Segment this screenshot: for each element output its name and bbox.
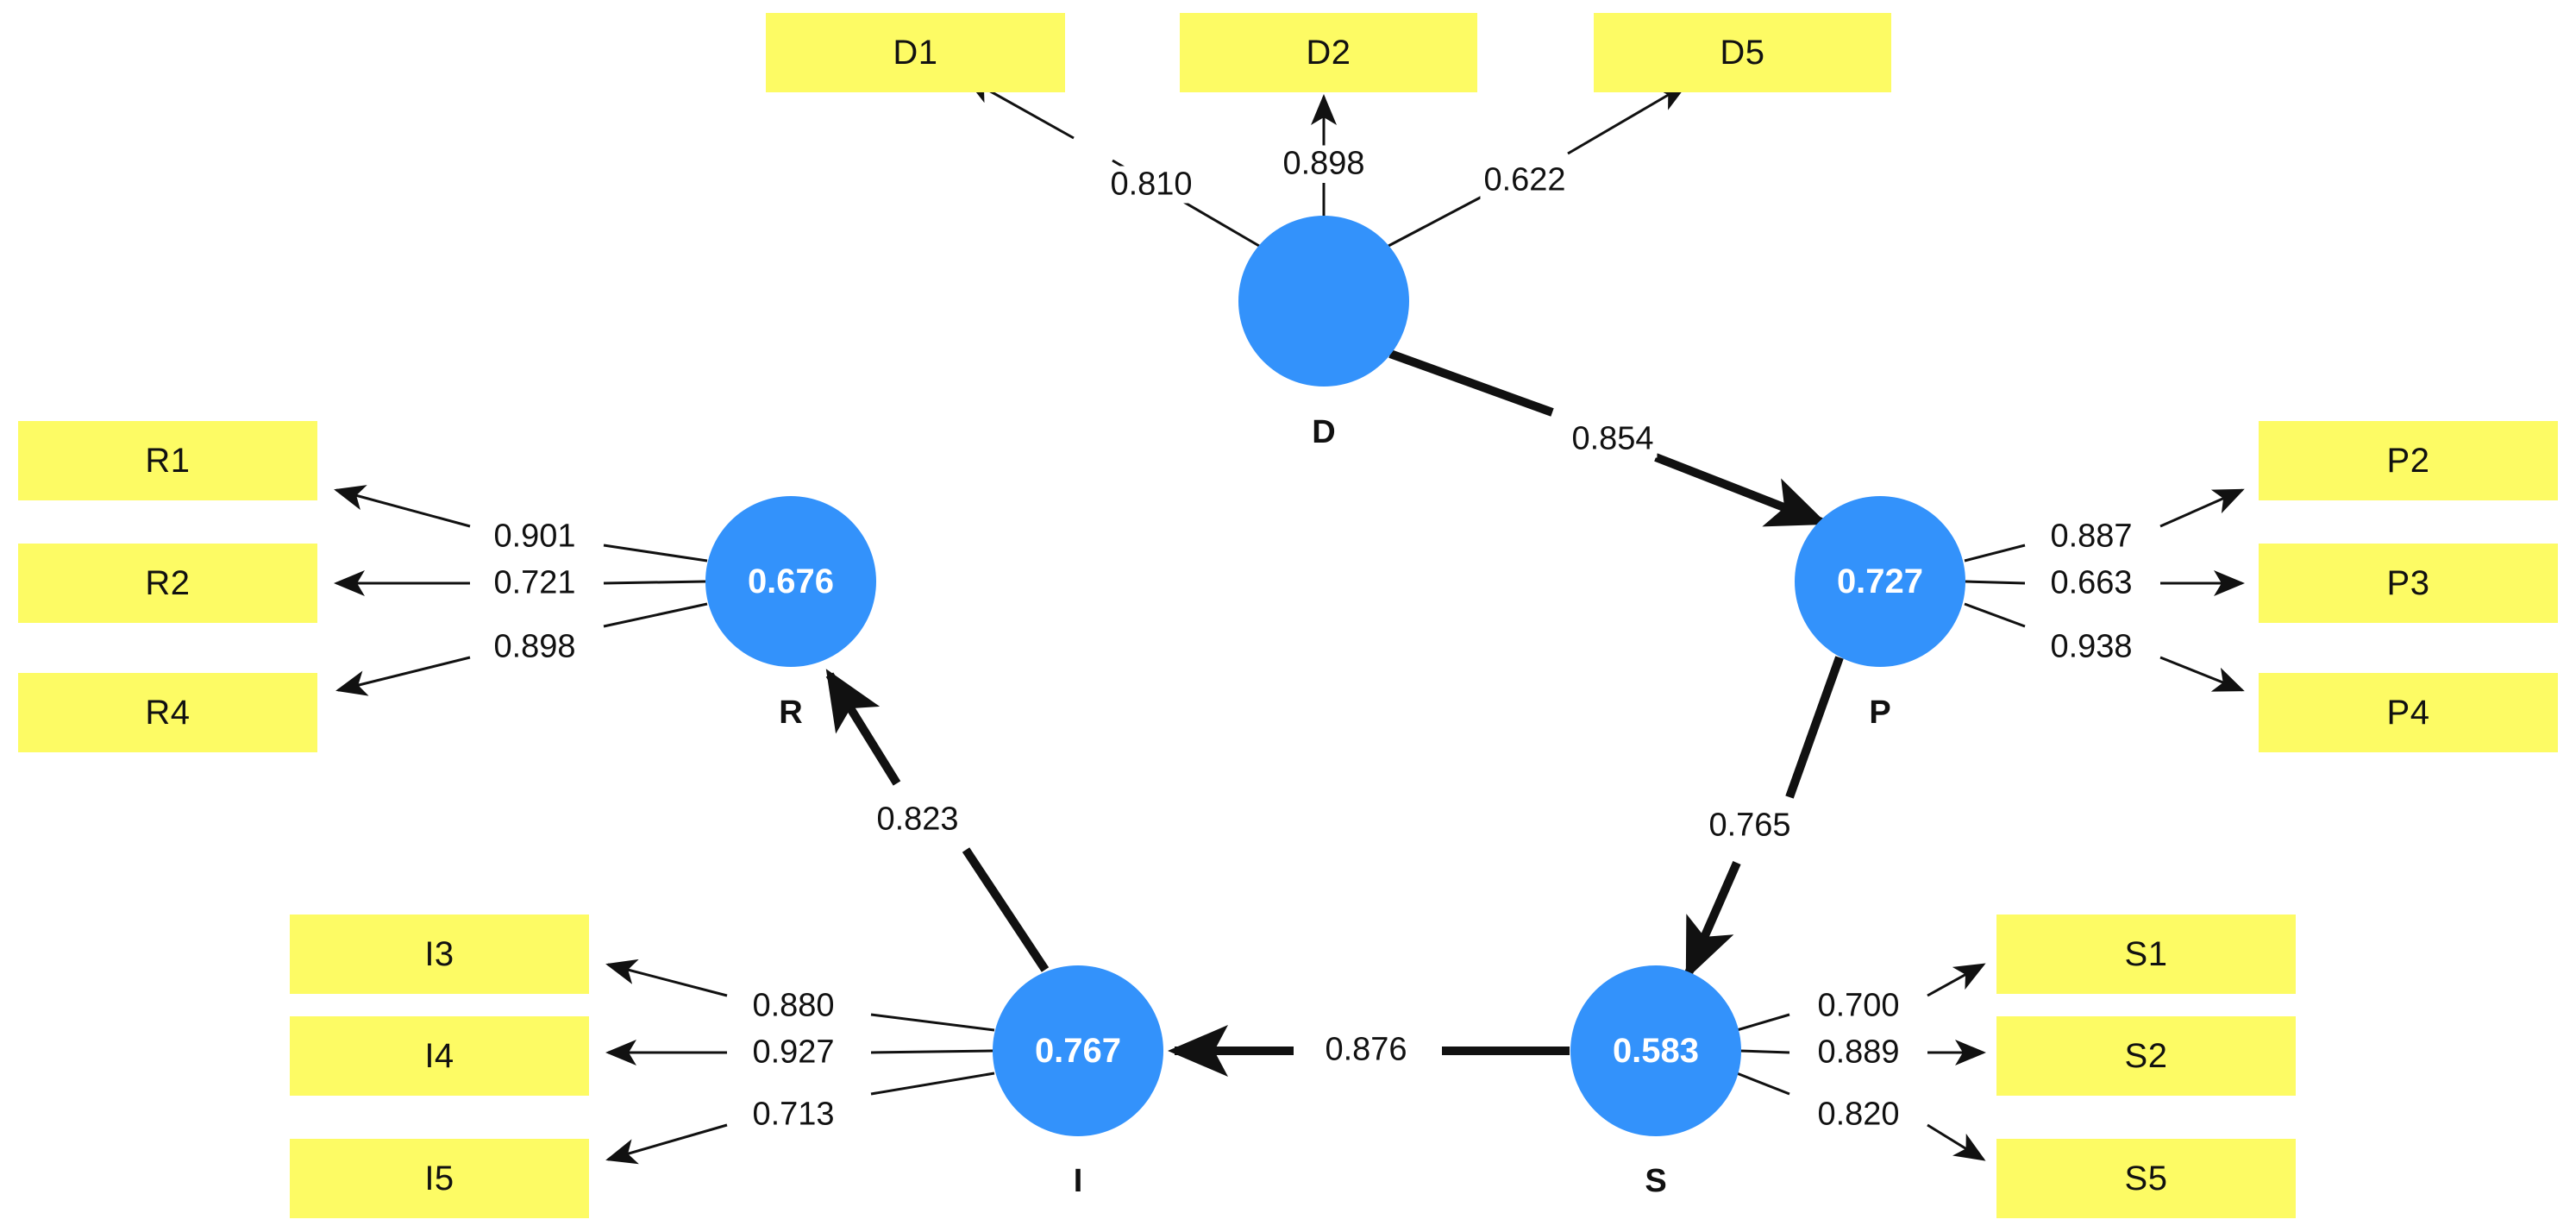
indicator-label: I5 xyxy=(424,1159,454,1197)
loading-label-s-s2: 0.889 xyxy=(1814,1034,1903,1072)
construct-node-s[interactable]: 0.583 xyxy=(1570,965,1741,1136)
edge-I-I3 xyxy=(605,959,995,1032)
edge-I-R xyxy=(825,669,1050,972)
indicator-box-p4[interactable]: P4 xyxy=(2259,673,2558,752)
edge-R-R4 xyxy=(335,602,708,696)
loading-label-r-r1: 0.901 xyxy=(490,518,580,556)
edge-P-P2 xyxy=(1964,488,2245,563)
indicator-label: P2 xyxy=(2386,441,2430,480)
indicator-label: D1 xyxy=(893,33,938,72)
indicator-label: I3 xyxy=(424,934,454,973)
loading-label-r-r2: 0.721 xyxy=(490,564,580,602)
edge-P-P4 xyxy=(1964,602,2245,692)
indicator-label: P3 xyxy=(2386,563,2430,602)
loading-label-p-p2: 0.887 xyxy=(2046,518,2136,556)
indicator-label: S1 xyxy=(2124,934,2168,973)
loading-label-i-i4: 0.927 xyxy=(749,1034,838,1072)
edge-I-I4 xyxy=(605,1040,993,1065)
construct-name-i: I xyxy=(1073,1163,1083,1199)
indicator-box-r4[interactable]: R4 xyxy=(18,673,317,752)
indicator-label: R4 xyxy=(145,693,191,732)
construct-name-r: R xyxy=(779,695,803,731)
indicator-box-r1[interactable]: R1 xyxy=(18,421,317,500)
loading-label-p-p3: 0.663 xyxy=(2046,564,2136,602)
construct-r2-value: 0.676 xyxy=(747,562,835,600)
edge-S-S2 xyxy=(1739,1040,1986,1065)
construct-node-i[interactable]: 0.767 xyxy=(993,965,1163,1136)
indicator-label: R2 xyxy=(145,563,191,602)
indicator-label: D2 xyxy=(1306,33,1351,72)
indicator-box-s1[interactable]: S1 xyxy=(1996,915,2296,994)
loading-label-i-i5: 0.713 xyxy=(749,1096,838,1134)
construct-node-p[interactable]: 0.727 xyxy=(1795,496,1965,667)
edge-R-R2 xyxy=(334,570,706,596)
loading-label-d-d5: 0.622 xyxy=(1480,161,1570,199)
edge-S-S5 xyxy=(1736,1072,1986,1161)
construct-name-d: D xyxy=(1312,414,1336,450)
indicator-label: S2 xyxy=(2124,1036,2168,1075)
indicator-box-i5[interactable]: I5 xyxy=(290,1139,589,1218)
edge-I-I5 xyxy=(605,1072,995,1165)
edge-D-D1 xyxy=(963,76,1260,248)
edge-P-P3 xyxy=(1965,570,2245,596)
indicator-label: R1 xyxy=(145,441,191,480)
indicator-box-i4[interactable]: I4 xyxy=(290,1016,589,1096)
construct-r2-value: 0.583 xyxy=(1612,1031,1700,1070)
path-label-i-r: 0.823 xyxy=(873,801,962,839)
edge-P-S xyxy=(1684,656,1844,980)
indicator-label: S5 xyxy=(2124,1159,2168,1197)
indicator-box-p2[interactable]: P2 xyxy=(2259,421,2558,500)
loading-label-d-d1: 0.810 xyxy=(1106,166,1196,204)
indicator-box-p3[interactable]: P3 xyxy=(2259,544,2558,623)
construct-r2-value: 0.727 xyxy=(1836,562,1924,600)
construct-node-r[interactable]: 0.676 xyxy=(705,496,876,667)
loading-label-r-r4: 0.898 xyxy=(490,628,580,666)
indicator-label: P4 xyxy=(2386,693,2430,732)
loading-label-s-s5: 0.820 xyxy=(1814,1096,1903,1134)
loading-label-i-i3: 0.880 xyxy=(749,987,838,1025)
indicator-label: I4 xyxy=(424,1036,454,1075)
construct-r2-value: 0.767 xyxy=(1034,1031,1122,1070)
indicator-box-s2[interactable]: S2 xyxy=(1996,1016,2296,1096)
path-label-d-p: 0.854 xyxy=(1568,420,1658,458)
indicator-box-d2[interactable]: D2 xyxy=(1180,13,1477,92)
loading-label-p-p4: 0.938 xyxy=(2046,628,2136,666)
indicator-box-d1[interactable]: D1 xyxy=(766,13,1065,92)
path-label-p-s: 0.765 xyxy=(1705,807,1795,845)
edge-S-S1 xyxy=(1736,963,1986,1032)
construct-node-d[interactable] xyxy=(1238,216,1409,387)
construct-name-s: S xyxy=(1645,1163,1667,1199)
edge-D-D5 xyxy=(1388,83,1689,248)
indicator-label: D5 xyxy=(1720,33,1765,72)
path-label-s-i: 0.876 xyxy=(1321,1031,1411,1069)
loading-label-s-s1: 0.700 xyxy=(1814,987,1903,1025)
indicator-box-d5[interactable]: D5 xyxy=(1594,13,1891,92)
indicator-box-i3[interactable]: I3 xyxy=(290,915,589,994)
edge-D-P xyxy=(1388,349,1828,527)
indicator-box-r2[interactable]: R2 xyxy=(18,544,317,623)
loading-label-d-d2: 0.898 xyxy=(1279,145,1369,183)
indicator-box-s5[interactable]: S5 xyxy=(1996,1139,2296,1218)
edge-R-R1 xyxy=(334,485,708,563)
construct-name-p: P xyxy=(1869,695,1891,731)
